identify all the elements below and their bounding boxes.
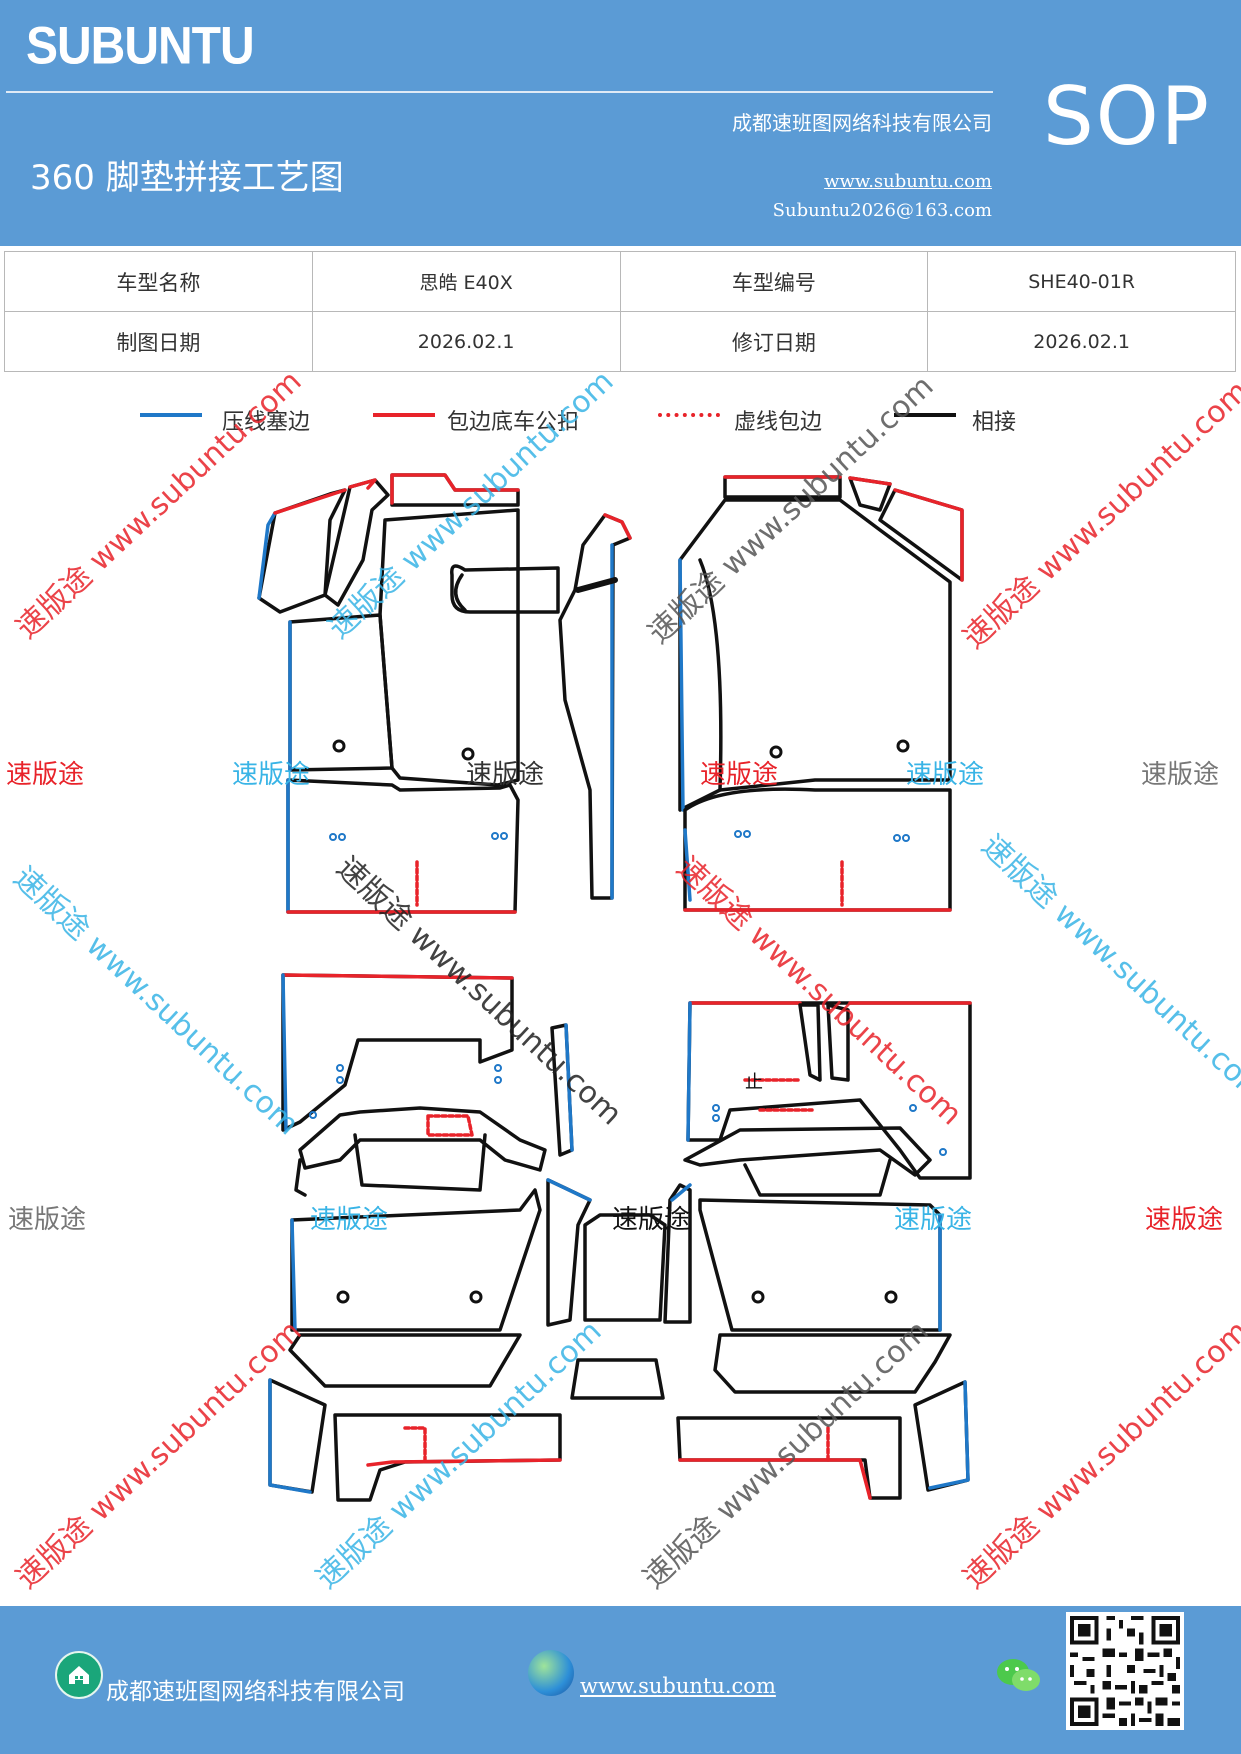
value-drawing-date: 2026.02.1 — [311, 311, 621, 372]
legend-swatch-blue — [140, 413, 202, 417]
watermark-diagonal: 速版途 www.subuntu.com — [310, 1314, 609, 1596]
rear-center-mat — [546, 1178, 692, 1400]
watermark-diagonal: 速版途 www.subuntu.com — [7, 860, 306, 1142]
watermark-brand: 速版途 — [1141, 760, 1219, 790]
watermark-diagonal: 速版途 www.subuntu.com — [670, 850, 969, 1132]
label-model-code: 车型编号 — [619, 251, 929, 312]
sop-label: SOP — [1043, 70, 1211, 163]
legend-label: 包边底车公扣 — [447, 410, 580, 435]
label-revision-date: 修订日期 — [619, 311, 929, 372]
brand-logo: SUBUNTU — [26, 17, 255, 76]
watermark-brand: 速版途 — [310, 1205, 388, 1235]
rear-right-mat — [683, 1001, 972, 1332]
company-name: 成都速班图网络科技有限公司 — [732, 111, 992, 135]
rear-lower-pieces — [268, 1333, 970, 1502]
wechat-icon[interactable] — [995, 1656, 1043, 1696]
page-footer: 成都速班图网络科技有限公司 www.subuntu.com — [0, 1606, 1241, 1754]
legend-swatch-black — [894, 413, 956, 417]
qr-code — [1066, 1612, 1184, 1730]
rear-left-mat — [281, 973, 574, 1332]
header-divider — [6, 91, 993, 93]
page-header: SUBUNTU SOP 360 脚垫拼接工艺图 成都速班图网络科技有限公司 ww… — [0, 0, 1241, 246]
legend-swatch-red — [373, 413, 435, 417]
legend-label: 压线塞边 — [222, 410, 311, 435]
watermark-brand: 速版途 — [6, 760, 84, 790]
watermark-brand: 速版途 — [700, 760, 778, 790]
value-model-name: 思皓 E40X — [311, 251, 621, 312]
label-drawing-date: 制图日期 — [4, 311, 313, 372]
legend-label: 相接 — [972, 410, 1017, 435]
email-address[interactable]: Subuntu2026@163.com — [772, 200, 992, 221]
watermark-brand: 速版途 — [1145, 1205, 1223, 1235]
home-icon — [55, 1651, 103, 1699]
watermark-brand: 速版途 — [232, 760, 310, 790]
watermark-brand: 速版途 — [8, 1205, 86, 1235]
footer-company: 成都速班图网络科技有限公司 — [106, 1679, 405, 1705]
watermark-diagonal: 速版途 www.subuntu.com — [10, 1314, 309, 1596]
stop-mark: 止 — [745, 1072, 763, 1093]
website-link[interactable]: www.subuntu.com — [824, 171, 992, 192]
watermark-diagonal: 速版途 www.subuntu.com — [642, 369, 941, 651]
page-title: 360 脚垫拼接工艺图 — [30, 158, 344, 198]
value-revision-date: 2026.02.1 — [927, 311, 1236, 372]
front-left-mat — [257, 473, 632, 914]
watermark-diagonal: 速版途 www.subuntu.com — [330, 850, 629, 1132]
front-right-mat — [678, 475, 964, 912]
watermark-diagonal: 速版途 www.subuntu.com — [957, 374, 1241, 656]
watermark-brand: 速版途 — [612, 1205, 690, 1235]
watermark-brand-group: 速版途 速版途 速版途 速版途 速版途 速版途 速版途 速版途 速版途 速版途 … — [6, 760, 1223, 1235]
label-model-name: 车型名称 — [4, 251, 313, 312]
watermark-brand: 速版途 — [906, 760, 984, 790]
legend-label: 虚线包边 — [734, 410, 823, 435]
watermark-diagonal-group: 速版途 www.subuntu.com 速版途 www.subuntu.com … — [7, 364, 1241, 1596]
watermark-diagonal: 速版途 www.subuntu.com — [957, 1314, 1241, 1596]
watermark-brand: 速版途 — [466, 760, 544, 790]
info-table: 车型名称 思皓 E40X 车型编号 SHE40-01R 制图日期 2026.02… — [4, 251, 1236, 372]
footer-website-link[interactable]: www.subuntu.com — [580, 1674, 776, 1698]
watermark-diagonal: 速版途 www.subuntu.com — [975, 828, 1241, 1110]
table-row: 车型名称 思皓 E40X 车型编号 SHE40-01R — [4, 251, 1236, 312]
globe-icon — [528, 1650, 574, 1696]
value-model-code: SHE40-01R — [927, 251, 1236, 312]
table-row: 制图日期 2026.02.1 修订日期 2026.02.1 — [4, 311, 1236, 372]
watermark-diagonal: 速版途 www.subuntu.com — [322, 364, 621, 646]
watermark-brand: 速版途 — [894, 1205, 972, 1235]
watermark-diagonal: 速版途 www.subuntu.com — [10, 364, 309, 646]
legend-swatch-red-dashed — [658, 413, 720, 417]
